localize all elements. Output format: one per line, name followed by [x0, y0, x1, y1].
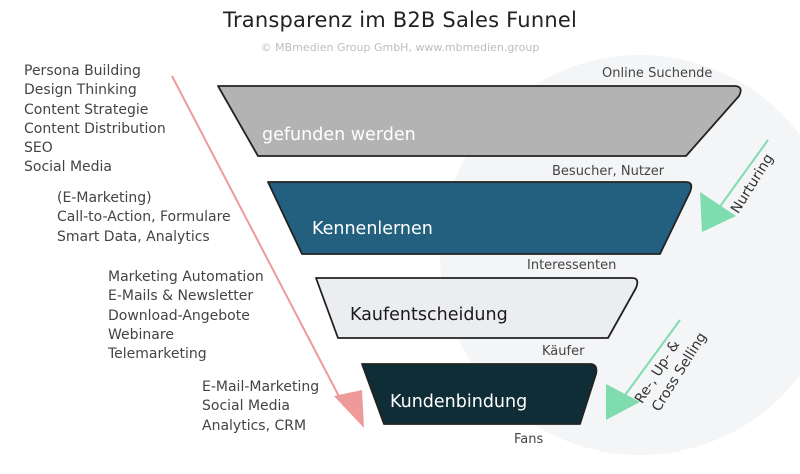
left-group-4: E-Mail-Marketing Social Media Analytics,… [202, 378, 319, 436]
funnel-stage-3-label: Kaufentscheidung [350, 305, 508, 325]
left-group-1-line: Social Media [24, 159, 113, 176]
diagonal-down-arrow-icon [171, 75, 364, 428]
funnel-stage-1-label: gefunden werden [262, 125, 416, 145]
left-group-1-line: Persona Building [24, 63, 141, 79]
left-group-1-line: Content Distribution [24, 120, 166, 137]
page-title: Transparenz im B2B Sales Funnel [223, 8, 577, 32]
left-group-4-line: Analytics, CRM [202, 417, 307, 434]
left-group-2: (E-Marketing) Call-to-Action, Formulare … [57, 189, 231, 247]
left-group-3-line: E-Mails & Newsletter [108, 288, 254, 305]
bottom-label: Fans [514, 432, 544, 447]
stage-3-top-label: Interessenten [527, 258, 617, 273]
left-group-1: Persona Building Design Thinking Content… [24, 62, 166, 178]
stage-4-top-label: Käufer [542, 344, 585, 359]
funnel-stage-1-shape [217, 85, 742, 157]
left-group-2-line: Smart Data, Analytics [57, 228, 210, 245]
left-group-1-line: SEO [24, 140, 53, 157]
left-group-2-line: (E-Marketing) [57, 190, 152, 206]
left-group-4-line: E-Mail-Marketing [202, 379, 320, 395]
left-group-3-line: Download-Angebote [108, 307, 250, 324]
down-left-arrow-icon [700, 139, 769, 232]
left-group-1-line: Content Strategie [24, 101, 149, 118]
funnel-stage-3-shape [315, 277, 639, 339]
down-left-arrow-icon [606, 319, 681, 420]
funnel-stage-4-label: Kundenbindung [390, 392, 528, 412]
left-group-3: Marketing Automation E-Mails & Newslette… [108, 268, 264, 364]
copyright-notice: © MBmedien Group GmbH, www.mbmedien.grou… [260, 41, 540, 54]
funnel-stage-2-shape [267, 181, 693, 255]
stage-1-top-label: Online Suchende [602, 66, 713, 81]
funnel-stage-2-label: Kennenlernen [312, 219, 433, 239]
left-group-3-line: Marketing Automation [108, 269, 264, 285]
left-group-3-line: Webinare [108, 326, 174, 343]
left-group-3-line: Telemarketing [108, 346, 207, 363]
left-group-4-line: Social Media [202, 398, 291, 415]
left-group-2-line: Call-to-Action, Formulare [57, 209, 231, 226]
left-group-1-line: Design Thinking [24, 82, 137, 99]
funnel-stage-4-shape [361, 363, 598, 425]
stage-2-top-label: Besucher, Nutzer [552, 164, 665, 179]
